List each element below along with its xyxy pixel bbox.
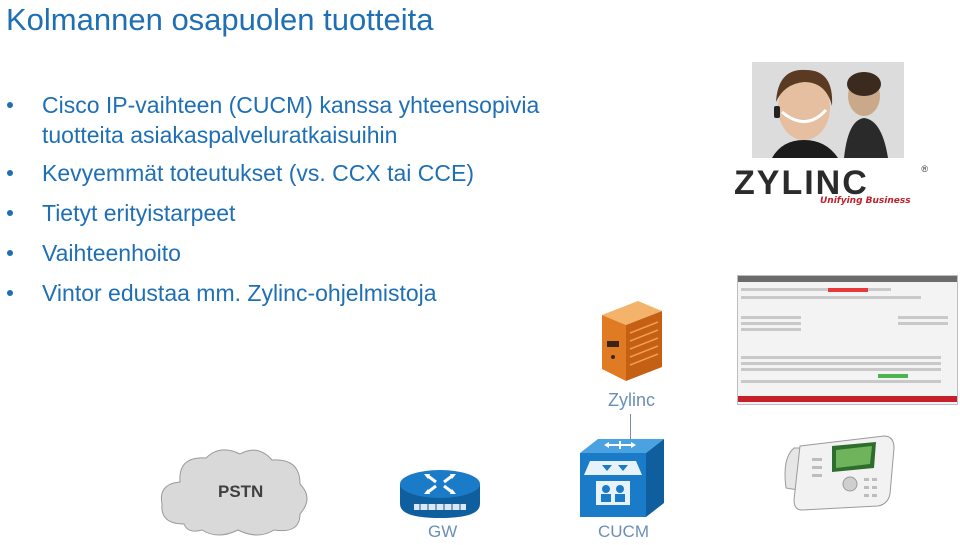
bullet-dot <box>7 170 13 176</box>
screenshot-row <box>741 322 801 325</box>
logo-wordmark: ZYLINC <box>734 164 869 202</box>
router-icon <box>398 466 482 527</box>
cucm-server-icon <box>576 435 666 524</box>
slide-title: Kolmannen osapuolen tuotteita <box>6 2 434 37</box>
screenshot-row <box>741 316 801 319</box>
screenshot-row <box>741 296 921 299</box>
connector-line <box>630 414 631 444</box>
bullet-text: tuotteita asiakaspalveluratkaisuihin <box>42 122 398 148</box>
cucm-label: CUCM <box>598 522 649 541</box>
screenshot-highlight <box>878 374 908 378</box>
bullet-item: Tietyt erityistarpeet <box>0 198 539 228</box>
zylinc-label: Zylinc <box>608 390 656 410</box>
screenshot-row <box>898 316 948 319</box>
agent-photo <box>752 62 904 158</box>
bullet-dot <box>7 102 13 108</box>
bullet-dot <box>7 250 13 256</box>
bullet-text: Vintor edustaa mm. Zylinc-ohjelmistoja <box>42 280 437 306</box>
bullet-text: Cisco IP-vaihteen (CUCM) kanssa yhteenso… <box>42 92 540 118</box>
bullet-list: Cisco IP-vaihteen (CUCM) kanssa yhteenso… <box>0 90 539 318</box>
bullet-text: Kevyemmät toteutukset (vs. CCX tai CCE) <box>42 160 475 186</box>
zylinc-logo: ZYLINC Unifying Business ® <box>734 164 930 206</box>
bullet-dot <box>7 210 13 216</box>
screenshot-statusbar <box>738 396 957 402</box>
screenshot-row <box>898 322 948 325</box>
screenshot-row <box>741 288 891 291</box>
logo-tagline: Unifying Business <box>820 196 911 206</box>
bullet-text: Tietyt erityistarpeet <box>42 200 236 226</box>
pstn-label: PSTN <box>218 482 264 501</box>
screenshot-titlebar <box>738 276 957 282</box>
gw-label: GW <box>428 522 458 541</box>
screenshot-row <box>741 328 801 331</box>
ip-phone-icon <box>780 428 900 517</box>
screenshot-row <box>741 368 941 371</box>
bullet-text: Vaihteenhoito <box>42 240 181 266</box>
pstn-cloud-icon <box>154 442 314 545</box>
software-screenshot <box>737 275 958 405</box>
screenshot-row <box>741 380 941 383</box>
bullet-item: Vaihteenhoito <box>0 238 539 268</box>
bullet-item: Cisco IP-vaihteen (CUCM) kanssa yhteenso… <box>0 90 539 150</box>
logo-registered-mark: ® <box>921 164 928 174</box>
bullet-dot <box>7 290 13 296</box>
screenshot-row <box>741 362 941 365</box>
bullet-item: Kevyemmät toteutukset (vs. CCX tai CCE) <box>0 158 539 188</box>
server-icon <box>596 297 664 388</box>
screenshot-highlight <box>828 288 868 292</box>
bullet-item: Vintor edustaa mm. Zylinc-ohjelmistoja <box>0 278 539 308</box>
screenshot-row <box>741 356 941 359</box>
